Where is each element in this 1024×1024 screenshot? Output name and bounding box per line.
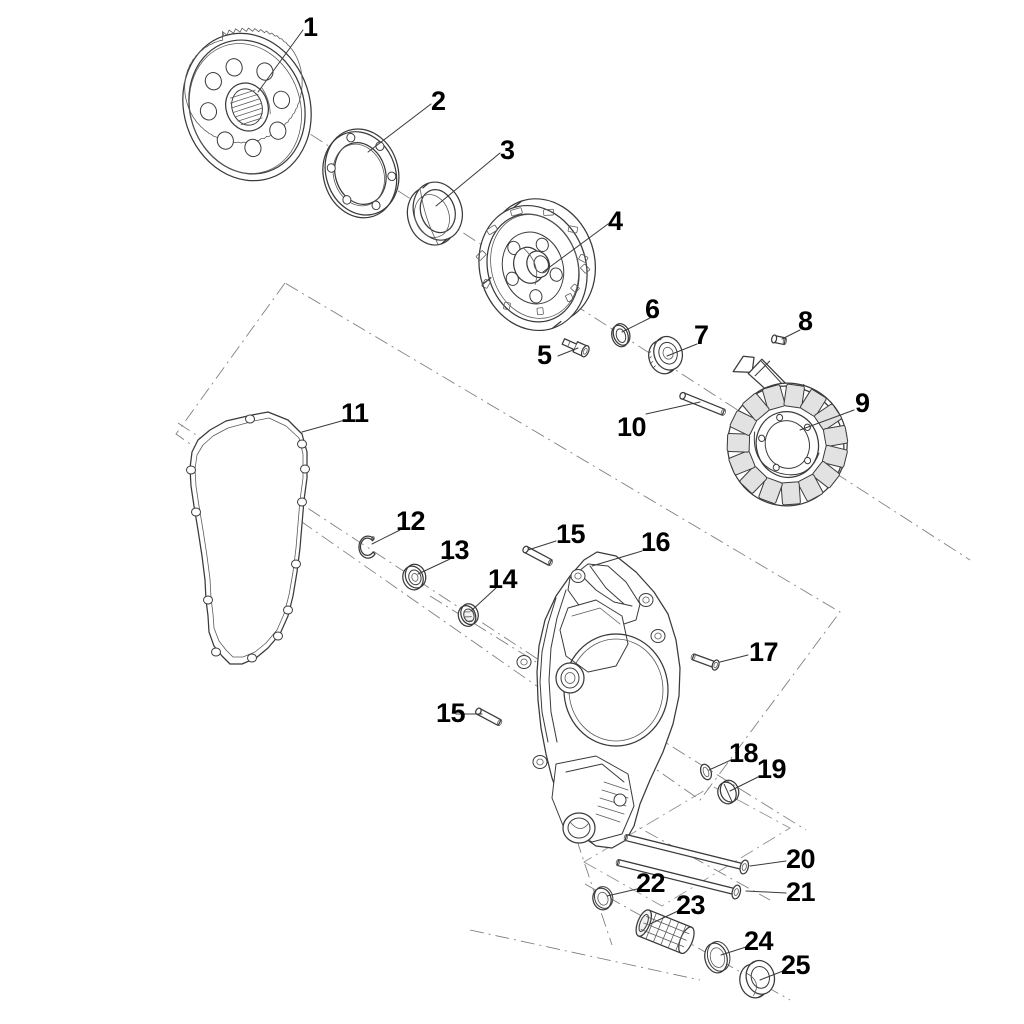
- part-21-long-bolt: [615, 858, 742, 900]
- part-3-needle-bearing: [406, 181, 463, 246]
- part-13-ball-bearing: [402, 563, 427, 591]
- part-11-cover-gasket: [186, 411, 310, 665]
- part-9-stator-assembly: [726, 355, 849, 507]
- part-2-flange-plate: [322, 128, 400, 219]
- leader-lines: [257, 29, 855, 981]
- part-6-washer: [611, 323, 631, 348]
- part-12-circlip: [358, 535, 376, 559]
- part-5-flange-bolt: [561, 338, 590, 358]
- part-25-filter-cap: [739, 959, 776, 999]
- part-15-dowel-pin-lower: [475, 707, 503, 727]
- part-7-one-way-clutch-nut: [648, 335, 684, 375]
- part-24-o-ring-cap: [704, 941, 731, 974]
- part-23-oil-filter-screen: [635, 909, 695, 955]
- part-18-sealing-washer: [699, 763, 713, 781]
- part-4-flywheel-rotor: [475, 198, 597, 332]
- part-20-long-bolt: [623, 833, 750, 875]
- part-10-dowel-pin: [679, 391, 727, 416]
- part-16-crankcase-cover: [516, 551, 681, 849]
- part-8-screw: [770, 334, 787, 346]
- part-19-oil-drain-plug: [717, 779, 740, 805]
- part-17-flange-bolt: [690, 653, 720, 671]
- part-22-o-ring: [592, 886, 614, 911]
- part-15-dowel-pin-upper: [522, 545, 553, 567]
- part-1-starter-driven-gear: [182, 27, 312, 182]
